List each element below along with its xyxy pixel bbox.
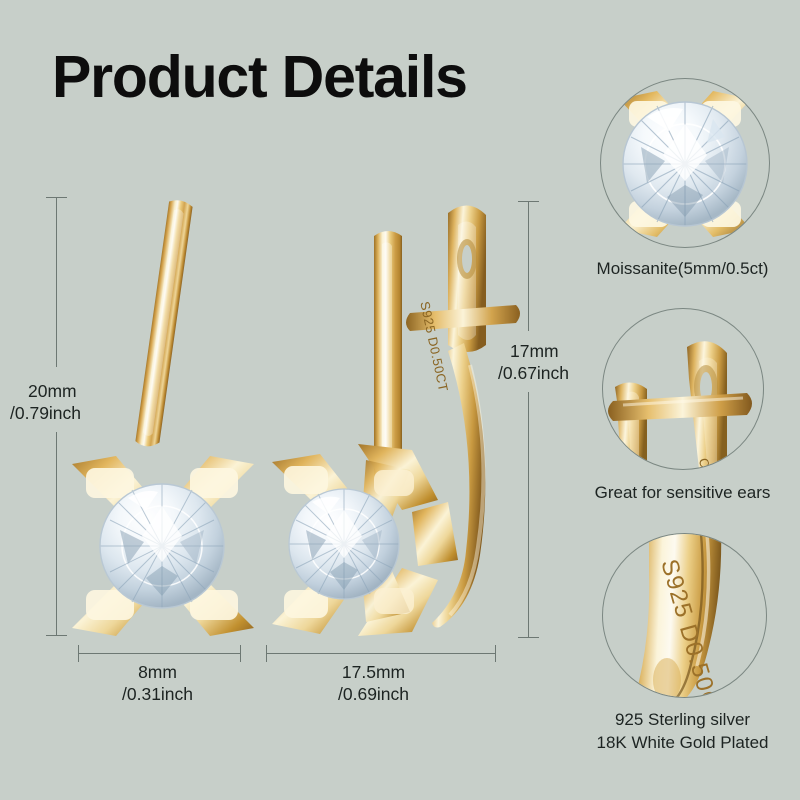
callout-caption-material: 925 Sterling silver 18K White Gold Plate… <box>565 709 800 755</box>
dimension-label-width-right: 17.5mm /0.69inch <box>338 662 410 705</box>
dimension-tick-bottom <box>518 637 539 638</box>
right-earring-gemstone <box>288 488 400 600</box>
svg-text:CT: CT <box>696 457 714 469</box>
right-earring-leverback <box>406 205 520 628</box>
callout-material-art: S925 D0.50CT <box>634 534 728 697</box>
dimension-tick-right <box>240 645 241 662</box>
right-earring-setting <box>272 444 458 636</box>
callout-caption-clasp: Great for sensitive ears <box>594 483 771 502</box>
dimension-line-upper <box>56 197 57 367</box>
left-earring-gemstone <box>99 483 225 609</box>
dimension-tick-top <box>46 197 67 198</box>
dimension-tick-top <box>518 201 539 202</box>
dimension-tick-bottom <box>46 635 67 636</box>
dimension-tick-left <box>78 645 79 662</box>
callout-clasp-circle: CT <box>602 308 764 470</box>
dimension-tick-right <box>495 645 496 662</box>
callout-caption-material-line1: 925 Sterling silver <box>614 710 751 729</box>
dimension-line-lower <box>528 392 529 637</box>
dimension-line-upper <box>528 201 529 331</box>
callout-material-circle: S925 D0.50CT <box>602 533 767 698</box>
callout-stone-circle <box>600 78 770 248</box>
left-earring-hook <box>135 200 193 447</box>
page-title: Product Details <box>52 44 468 110</box>
callout-caption-material-line2: 18K White Gold Plated <box>596 732 769 752</box>
callout-stone-art <box>619 91 751 237</box>
dimension-line-lower <box>56 432 57 635</box>
callout-clasp-art: CT <box>608 341 752 469</box>
left-earring-setting <box>72 456 254 636</box>
dimension-label-height-left: 20mm /0.79inch <box>10 381 82 424</box>
dimension-line <box>78 653 241 654</box>
dimension-label-height-right: 17mm /0.67inch <box>498 341 570 384</box>
dimension-label-width-left: 8mm /0.31inch <box>122 662 194 705</box>
dimension-line <box>266 653 496 654</box>
dimension-tick-left <box>266 645 267 662</box>
right-earring-front-bar <box>374 231 402 482</box>
callout-caption-stone: Moissanite(5mm/0.5ct) <box>596 259 769 278</box>
